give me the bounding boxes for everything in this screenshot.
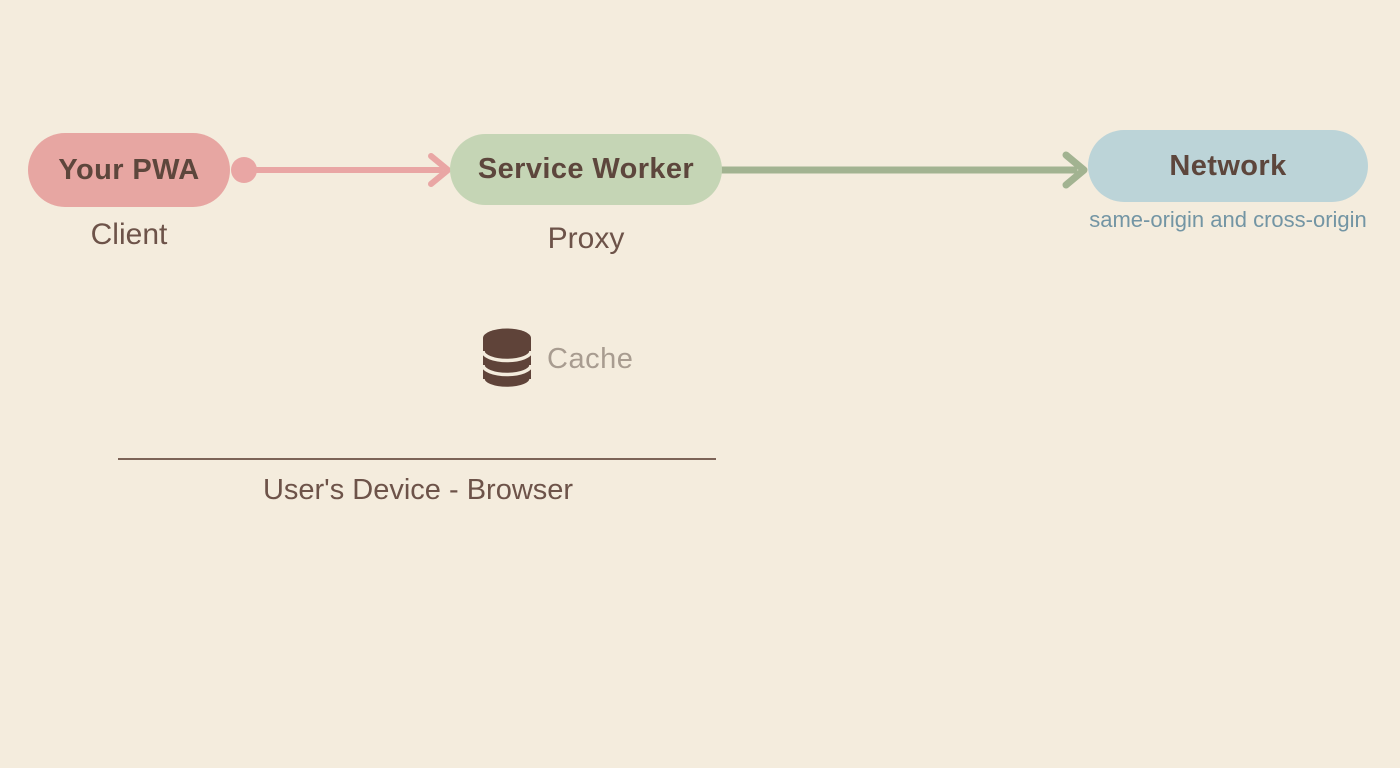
cache-group: Cache <box>482 328 633 390</box>
arrowhead-pwa-to-service-worker-icon <box>428 153 451 187</box>
node-your-pwa-label: Your PWA <box>58 153 200 186</box>
node-your-pwa-sublabel: Client <box>90 218 168 251</box>
pwa-arrow-origin-dot <box>231 157 257 183</box>
arrowhead-service-worker-to-network-icon <box>1062 151 1088 189</box>
cache-label: Cache <box>547 342 634 375</box>
node-network-sublabel: same-origin and cross-origin <box>1089 207 1367 232</box>
database-icon <box>482 328 532 390</box>
node-network: Network <box>1088 130 1368 202</box>
node-service-worker: Service Worker <box>450 134 722 205</box>
node-service-worker-label: Service Worker <box>477 153 695 185</box>
device-boundary-label: User's Device - Browser <box>262 474 574 506</box>
node-network-label: Network <box>1169 149 1287 182</box>
node-service-worker-sublabel: Proxy <box>547 222 625 255</box>
device-boundary-line <box>118 458 716 460</box>
node-your-pwa: Your PWA <box>28 133 230 207</box>
